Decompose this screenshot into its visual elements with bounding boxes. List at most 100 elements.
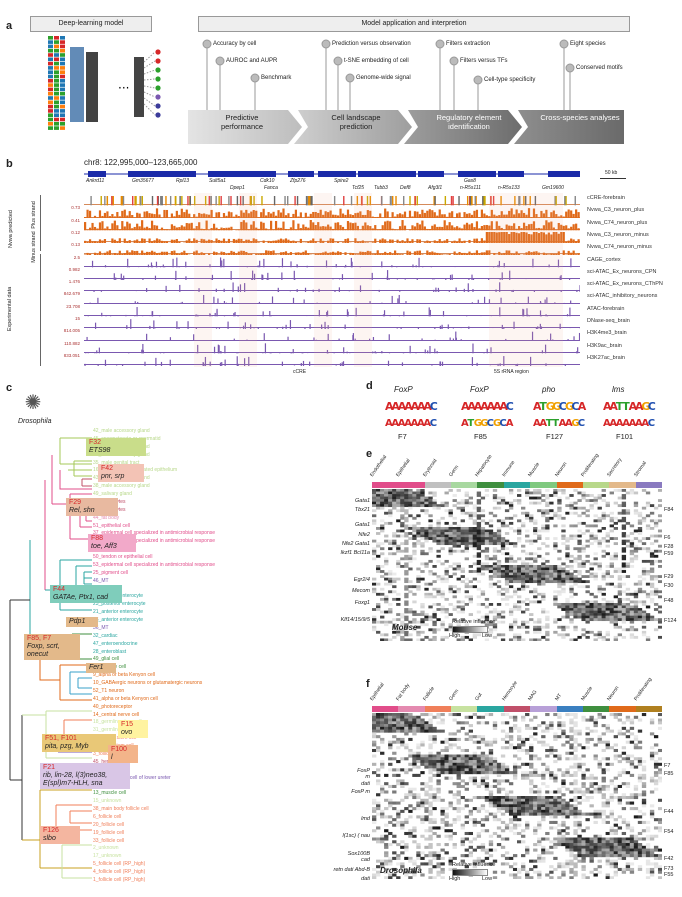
cell-type-leaf: 44_fat body — [93, 514, 120, 521]
cell-type-leaf: 32_cardiac — [93, 632, 118, 639]
tf-filter-id: F44 — [53, 586, 66, 593]
cell-type-leaf: 15_unknown — [93, 798, 122, 805]
svg-text:G: G — [571, 418, 579, 429]
svg-text:A: A — [609, 400, 618, 413]
legend-high: High — [449, 633, 461, 639]
item-auroc: AUROC and AUPR — [226, 58, 278, 64]
category-bar — [556, 482, 583, 488]
tf-box: Fer1 — [86, 663, 116, 673]
row-label: Foxg1 — [354, 599, 370, 606]
category-bar — [477, 482, 504, 488]
cell-type-leaf: 9_alpha or beta Kenyon cell — [93, 672, 155, 679]
row-label: Mecom — [351, 587, 370, 594]
svg-text:C: C — [559, 400, 567, 413]
gene-label: Rpl13 — [176, 178, 190, 184]
track-label: Nvwa_C3_neuron_minus — [587, 231, 649, 238]
gene-label: Sult5a1 — [209, 178, 226, 184]
track-signal — [84, 229, 580, 243]
svg-text:A: A — [629, 400, 638, 413]
category-bar — [609, 706, 636, 712]
model-schematic: ··· — [48, 36, 161, 130]
svg-text:A: A — [635, 418, 643, 429]
track-label: Nvwa_C3_neuron_plus — [587, 207, 645, 214]
track-scale: 833.051 — [63, 352, 80, 358]
cell-type-leaf: 26_anterior enterocyte — [93, 617, 144, 624]
cell-type-leaf: 46_MT — [93, 577, 109, 584]
cell-type-leaf: 6_follicle cell — [93, 813, 122, 820]
cell-type-leaf: 66_epidermal cell specialized in antimic… — [93, 538, 216, 545]
filter-label: F30 — [664, 583, 674, 590]
category-bar — [424, 706, 452, 712]
row-label: cad — [361, 857, 370, 864]
gene-label: Def8 — [400, 185, 411, 191]
cell-type-leaf: 13_muscle cell — [93, 790, 127, 797]
bottom-label-5s: 5S rRNA region — [494, 369, 529, 375]
svg-text:A: A — [417, 400, 426, 413]
track-label: CAGE_cortex — [587, 256, 621, 263]
svg-text:T: T — [467, 418, 474, 429]
category-bar — [635, 482, 662, 488]
svg-text:A: A — [499, 400, 508, 413]
group-cell-landscape: Cell landscape prediction — [331, 113, 381, 131]
svg-text:A: A — [398, 400, 407, 413]
row-label: Ikzf1 Bcl11a — [340, 549, 370, 556]
gene-label: Gas8 — [464, 178, 476, 184]
track-scale: 15 — [74, 316, 80, 321]
track-row — [84, 328, 581, 342]
row-label: Nfe2 Gata1 — [341, 540, 370, 547]
filter-label: F84 — [664, 507, 674, 514]
tf-filter-id: F42 — [101, 465, 114, 472]
cell-type-leaf: 31_germline stem cell — [93, 727, 142, 734]
category-bar — [372, 482, 399, 488]
svg-text:A: A — [417, 418, 425, 429]
category-bar — [424, 482, 452, 488]
filter-label: F73 — [664, 865, 674, 872]
panel-a-letter: a — [6, 20, 13, 32]
track-signal — [91, 257, 572, 268]
svg-text:A: A — [622, 418, 630, 429]
filter-label: F55 — [664, 872, 674, 879]
track-signal — [113, 269, 571, 280]
heatmap-cells — [372, 713, 662, 879]
category-bar — [609, 482, 636, 488]
gene-label: Tcf25 — [352, 185, 365, 191]
category-bar — [372, 706, 399, 712]
row-label: Klf14/15/9/5 — [340, 616, 370, 623]
gene-track — [84, 171, 580, 177]
highlight-band — [239, 193, 257, 367]
application-title-box: Model application and interpretion — [198, 16, 630, 32]
gene-label: Dpep1 — [230, 185, 245, 191]
svg-text:A: A — [641, 418, 649, 429]
svg-text:A: A — [578, 400, 587, 413]
svg-text:T: T — [546, 418, 553, 429]
motif-tf-name: lms — [612, 385, 625, 394]
bottom-label-ccre: cCRE — [293, 369, 307, 375]
track-label: sci-ATAC_Ex_neurons_CPN — [587, 268, 657, 275]
row-label: Egr2/4 — [353, 577, 370, 584]
gene-label: Gm19600 — [542, 185, 564, 191]
cell-type-leaf: 19_follicle cell — [93, 829, 125, 836]
cell-type-leaf: 49_glial cell — [93, 656, 120, 663]
model-title-box: Deep-learning model — [30, 16, 152, 32]
tf-names: l — [111, 754, 113, 761]
track-scale: 0.13 — [71, 242, 80, 248]
category-bar — [398, 482, 425, 488]
svg-text:C: C — [648, 400, 656, 413]
category-bar — [635, 706, 662, 712]
svg-text:A: A — [423, 400, 432, 413]
svg-text:A: A — [404, 418, 412, 429]
svg-text:A: A — [533, 418, 541, 429]
svg-text:A: A — [493, 400, 502, 413]
gene-label: Ankrd11 — [86, 178, 105, 184]
species-label: Mouse — [392, 623, 418, 632]
tf-filter-id: F32 — [89, 439, 102, 446]
legend-low: Low — [482, 633, 493, 639]
species-label: Drosophila — [380, 866, 422, 875]
svg-text:A: A — [506, 418, 514, 429]
cell-type-leaf: 36_MT — [93, 624, 109, 631]
track-row — [84, 341, 580, 354]
highlight-band — [194, 193, 212, 367]
